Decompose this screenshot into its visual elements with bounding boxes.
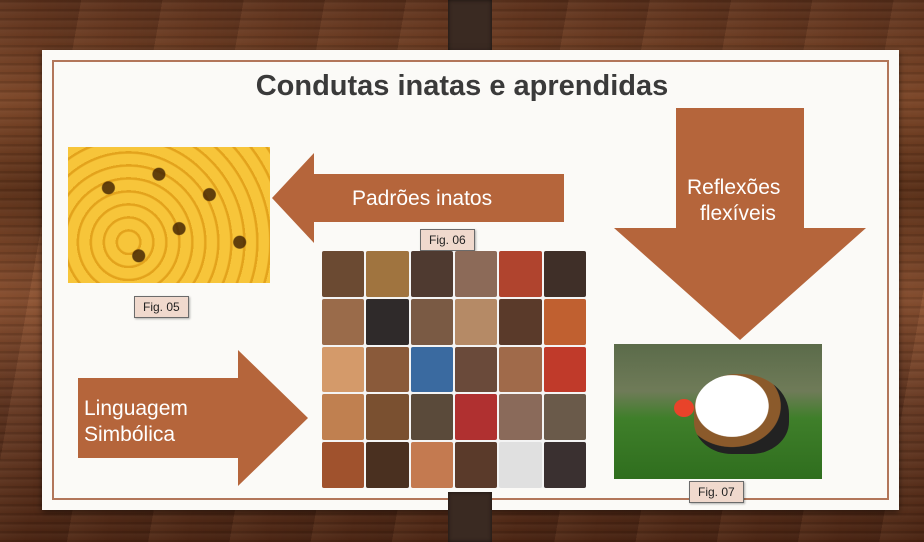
padroes-inatos-label: Padrões inatos — [352, 187, 493, 210]
beagle-puppy-photo — [614, 344, 822, 479]
binder-clip-bottom — [448, 492, 492, 542]
simbolica-label: Simbólica — [84, 423, 176, 446]
fig-06-label: Fig. 06 — [420, 229, 475, 251]
linguagem-label: Linguagem — [84, 397, 188, 420]
slide-title: Condutas inatas e aprendidas — [255, 70, 669, 102]
reflexoes-label: Reflexões — [687, 176, 781, 199]
fig-07-label: Fig. 07 — [689, 481, 744, 503]
people-mosaic-photo — [322, 251, 586, 488]
arrow-right-linguagem-simbolica: Linguagem Simbólica — [78, 350, 308, 486]
arrow-left-padroes-inatos: Padrões inatos — [272, 153, 564, 243]
bees-honeycomb-photo — [68, 147, 270, 283]
fig-05-label: Fig. 05 — [134, 296, 189, 318]
arrow-down-reflexoes-flexiveis: Reflexões flexíveis — [614, 108, 866, 340]
flexiveis-label: flexíveis — [700, 202, 776, 225]
